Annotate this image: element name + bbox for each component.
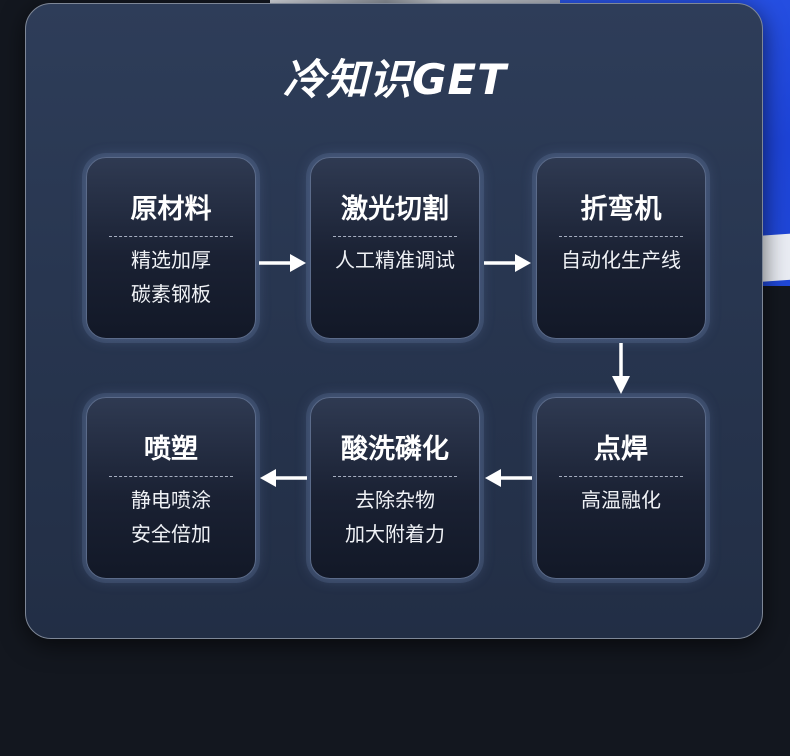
step-title: 激光切割	[341, 194, 449, 225]
step-title: 酸洗磷化	[341, 434, 449, 465]
arrow-right-icon	[484, 254, 531, 272]
step-desc-line: 精选加厚	[131, 248, 211, 272]
step-card-spot-welding: 点焊 高温融化	[536, 397, 706, 579]
step-desc-line: 去除杂物	[355, 488, 435, 512]
arrow-right-icon	[259, 254, 306, 272]
dashed-divider	[333, 236, 457, 237]
dashed-divider	[559, 476, 683, 477]
step-desc-line: 碳素钢板	[131, 282, 211, 306]
dashed-divider	[109, 476, 233, 477]
step-desc-line: 人工精准调试	[335, 248, 455, 272]
step-desc-line: 高温融化	[581, 488, 661, 512]
step-card-pickling-phosphating: 酸洗磷化 去除杂物 加大附着力	[310, 397, 480, 579]
step-title: 点焊	[594, 434, 648, 465]
step-title: 折弯机	[580, 194, 662, 225]
step-card-powder-coating: 喷塑 静电喷涂 安全倍加	[86, 397, 256, 579]
step-desc-line: 加大附着力	[345, 522, 445, 546]
dashed-divider	[559, 236, 683, 237]
dashed-divider	[333, 476, 457, 477]
step-desc-line: 自动化生产线	[561, 248, 681, 272]
panel-title: 冷知识GET	[283, 55, 507, 104]
background-strip	[270, 0, 560, 4]
arrow-left-icon	[260, 469, 307, 487]
step-desc-line: 静电喷涂	[131, 488, 211, 512]
step-card-bending: 折弯机 自动化生产线	[536, 157, 706, 339]
step-title: 原材料	[130, 194, 212, 225]
arrow-left-icon	[485, 469, 532, 487]
dashed-divider	[109, 236, 233, 237]
arrow-down-icon	[612, 343, 630, 394]
step-desc-line: 安全倍加	[131, 522, 211, 546]
step-title: 喷塑	[144, 434, 198, 465]
step-card-laser-cutting: 激光切割 人工精准调试	[310, 157, 480, 339]
step-card-raw-material: 原材料 精选加厚 碳素钢板	[86, 157, 256, 339]
